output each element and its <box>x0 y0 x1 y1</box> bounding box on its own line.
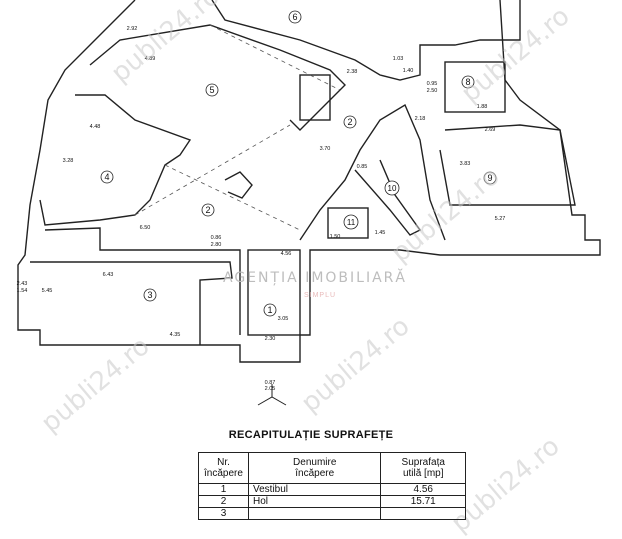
svg-text:1.40: 1.40 <box>403 68 414 74</box>
room-label: 2 <box>343 115 357 129</box>
outer-wall <box>17 0 601 363</box>
table-row: 1 Vestibul 4.56 <box>198 483 466 496</box>
entrance-marker <box>257 384 287 406</box>
svg-text:0.86: 0.86 <box>211 235 222 241</box>
svg-text:2: 2 <box>205 205 210 215</box>
column <box>299 74 331 121</box>
svg-text:8: 8 <box>465 77 470 87</box>
svg-text:9: 9 <box>487 173 492 183</box>
svg-text:1.03: 1.03 <box>393 56 404 62</box>
wall <box>327 207 369 239</box>
svg-text:3.70: 3.70 <box>320 146 331 152</box>
svg-text:3.05: 3.05 <box>278 316 289 322</box>
wall <box>30 261 233 345</box>
svg-text:1.88: 1.88 <box>477 104 488 110</box>
room-label: 4 <box>100 170 114 184</box>
agency-watermark: AGENȚIA IMOBILIARĂ <box>223 270 407 286</box>
wall <box>299 103 446 241</box>
svg-text:2.43: 2.43 <box>17 281 28 287</box>
row-area: 15.71 <box>380 495 466 508</box>
svg-text:2: 2 <box>347 117 352 127</box>
svg-text:4.48: 4.48 <box>90 124 101 130</box>
room-label: 1 <box>263 303 277 317</box>
row-area: 4.56 <box>380 483 466 496</box>
svg-text:6: 6 <box>292 12 297 22</box>
area-table: Nr. încăpere Denumire încăpere Suprafața… <box>198 452 466 520</box>
wall <box>44 227 241 335</box>
table-row: 3 <box>198 507 466 520</box>
svg-text:2.50: 2.50 <box>427 88 438 94</box>
header-name: Denumire încăpere <box>247 452 382 484</box>
table-row: 2 Hol 15.71 <box>198 495 466 508</box>
row-nr: 3 <box>198 507 249 520</box>
stair <box>224 171 253 199</box>
svg-text:2.80: 2.80 <box>211 242 222 248</box>
row-area <box>380 507 466 520</box>
svg-text:3: 3 <box>147 290 152 300</box>
recap-title: RECAPITULAȚIE SUPRAFEȚE <box>228 429 394 441</box>
row-name: Vestibul <box>247 483 382 496</box>
room-labels: 1 2 2 3 4 5 6 8 9 10 11 <box>100 10 497 317</box>
svg-text:2.18: 2.18 <box>415 116 426 122</box>
table-header-row: Nr. încăpere Denumire încăpere Suprafața… <box>198 452 466 484</box>
svg-text:6.50: 6.50 <box>140 225 151 231</box>
svg-text:0.95: 0.95 <box>427 81 438 87</box>
svg-text:2.38: 2.38 <box>347 69 358 75</box>
svg-text:5: 5 <box>209 85 214 95</box>
svg-text:4.56: 4.56 <box>281 251 292 257</box>
svg-text:4.35: 4.35 <box>170 332 181 338</box>
header-area: Suprafața utilă [mp] <box>380 452 466 484</box>
svg-text:4: 4 <box>104 172 109 182</box>
row-nr: 1 <box>198 483 249 496</box>
wall <box>444 61 506 113</box>
svg-text:1: 1 <box>267 305 272 315</box>
wall <box>89 24 346 131</box>
svg-text:2.69: 2.69 <box>485 127 496 133</box>
dimension-labels: 4.56 1.50 2.80 0.86 6.43 5.45 1.54 2.43 … <box>17 26 506 392</box>
room-label: 10 <box>384 180 400 196</box>
wall <box>247 249 301 336</box>
floor-plan: 1 2 2 3 4 5 6 8 9 10 11 4.56 1.50 2.80 0… <box>17 0 601 406</box>
svg-text:2.30: 2.30 <box>265 336 276 342</box>
svg-text:5.27: 5.27 <box>495 216 506 222</box>
svg-text:1.45: 1.45 <box>375 230 386 236</box>
room-label: 8 <box>461 75 475 89</box>
outer-wall <box>211 0 521 81</box>
row-name <box>247 507 382 520</box>
svg-text:1.54: 1.54 <box>17 288 28 294</box>
svg-text:0.85: 0.85 <box>357 164 368 170</box>
agency-watermark-sub: SIMPLU <box>303 292 337 299</box>
svg-text:3.28: 3.28 <box>63 158 74 164</box>
room-label: 5 <box>205 83 219 97</box>
room-label: 3 <box>143 288 157 302</box>
room-label: 9 <box>483 171 497 185</box>
row-name: Hol <box>247 495 382 508</box>
svg-text:2.92: 2.92 <box>127 26 138 32</box>
room-label: 11 <box>343 214 359 230</box>
room-label: 6 <box>288 10 302 24</box>
svg-text:10: 10 <box>388 184 397 193</box>
svg-text:1.50: 1.50 <box>330 234 341 240</box>
svg-text:6.43: 6.43 <box>103 272 114 278</box>
row-nr: 2 <box>198 495 249 508</box>
svg-text:0.87: 0.87 <box>265 380 276 386</box>
wall <box>439 124 576 206</box>
svg-text:2.05: 2.05 <box>265 386 276 392</box>
svg-text:11: 11 <box>347 218 356 227</box>
room-label: 2 <box>201 203 215 217</box>
svg-text:5.45: 5.45 <box>42 288 53 294</box>
svg-text:3.83: 3.83 <box>460 161 471 167</box>
header-nr: Nr. încăpere <box>198 452 249 484</box>
svg-text:4.89: 4.89 <box>145 56 156 62</box>
